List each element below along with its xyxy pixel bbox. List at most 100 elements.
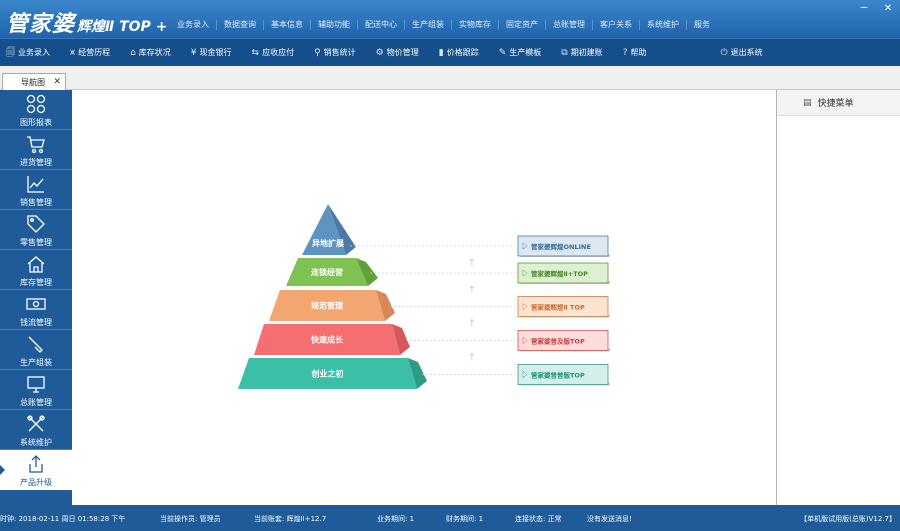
- sidebar-item[interactable]: 销售管理: [0, 170, 72, 210]
- upgrade-icon: [0, 454, 72, 474]
- top-menu-item[interactable]: 固定资产: [499, 20, 546, 30]
- play-arrow-icon: [522, 303, 528, 310]
- toolbar-button-label: 退出系统: [730, 48, 763, 57]
- up-arrow-icon: ↑: [468, 353, 476, 364]
- top-menu-item[interactable]: 服务: [694, 20, 710, 29]
- toolbar-button-label: 价格跟踪: [446, 48, 479, 57]
- top-menu-item[interactable]: 数据查询: [217, 20, 264, 30]
- app-logo: 管家婆 辉煌Ⅱ TOP +: [6, 6, 167, 37]
- sidebar-item-label: 生产组装: [20, 358, 52, 367]
- top-menu-item[interactable]: 客户关系: [593, 20, 640, 30]
- pyramid-level-label: 异地扩展: [312, 238, 344, 248]
- tab-close-icon[interactable]: ✕: [53, 77, 61, 87]
- sidebar-item-label: 销售管理: [20, 198, 52, 207]
- monitor-icon: [0, 374, 72, 394]
- product-box[interactable]: 管家婆普及版TOP: [517, 330, 610, 352]
- toolbar-button[interactable]: ▮价格跟踪: [439, 47, 479, 58]
- cart-icon: [0, 134, 72, 154]
- sidebar-item[interactable]: 系统维护: [0, 410, 72, 450]
- toolbar-button[interactable]: ⧉期初建账: [561, 47, 602, 58]
- wrench-icon: ✎: [498, 47, 507, 58]
- top-menu-item[interactable]: 业务录入: [170, 20, 217, 30]
- toolbar-button-label: 应收应付: [262, 48, 295, 57]
- toolbar-button[interactable]: ⩙经营历程: [70, 47, 110, 58]
- logo-main-text: 管家婆: [6, 11, 76, 37]
- toolbar-button[interactable]: ⚲销售统计: [314, 47, 356, 58]
- sidebar-item-label: 钱流管理: [20, 318, 52, 327]
- sidebar-item[interactable]: 钱流管理: [0, 290, 72, 330]
- status-business-period: 业务期间: 1: [377, 515, 415, 523]
- sidebar-item-label: 图形报表: [20, 118, 52, 127]
- sidebar-item[interactable]: 零售管理: [0, 210, 72, 250]
- pyramid-level-label: 规范管理: [311, 301, 343, 311]
- pyramid-level[interactable]: 规范管理: [269, 290, 395, 321]
- toolbar-button[interactable]: ⌂库存状况: [130, 47, 171, 58]
- quick-menu-panel: ▤ 快捷菜单: [776, 90, 900, 505]
- top-menu: 业务录入数据查询基本信息辅助功能配送中心生产组装实物库存固定资产总账管理客户关系…: [170, 20, 717, 30]
- close-icon[interactable]: ✕: [883, 3, 893, 14]
- sidebar-item[interactable]: 生产组装: [0, 330, 72, 370]
- bar-chart-icon: ▮: [438, 47, 444, 58]
- top-menu-item[interactable]: 基本信息: [264, 20, 311, 30]
- tab-navigation[interactable]: 导航图 ✕: [2, 73, 66, 90]
- toolbar-button-label: 生产模板: [509, 48, 542, 57]
- pyramid-level[interactable]: 创业之初: [238, 358, 427, 389]
- toolbar-button-label: 现金银行: [199, 48, 232, 57]
- navigation-canvas: 异地扩展 管家婆辉煌ONLINE ↑ 连锁经营 管家婆辉煌Ⅱ+TOP ↑ 规范管理 管家婆辉煌…: [72, 90, 776, 505]
- play-arrow-icon: [522, 269, 528, 277]
- main-toolbar: 🗐业务录入 ⩙经营历程 ⌂库存状况 ¥现金银行 ⇆应收应付 ⚲销售统计 ⚙物价管理 ▮价格跟踪…: [0, 38, 900, 66]
- list-icon: ▤: [803, 97, 812, 108]
- toolbar-button[interactable]: ¥现金银行: [191, 47, 232, 58]
- play-arrow-icon: [522, 337, 528, 344]
- toolbar-button-label: 经营历程: [78, 48, 111, 57]
- product-label: 管家婆辉煌Ⅱ TOP: [531, 303, 585, 312]
- product-label: 管家婆普普版TOP: [531, 371, 585, 380]
- sidebar: 图形报表进货管理销售管理零售管理库存管理钱流管理生产组装总账管理系统维护产品升级: [0, 90, 72, 505]
- top-menu-item[interactable]: 实物库存: [452, 20, 499, 30]
- sidebar-item-label: 总账管理: [20, 398, 52, 407]
- grid-icon: [0, 94, 72, 114]
- pyramid-level[interactable]: 异地扩展: [302, 204, 356, 255]
- top-menu-item[interactable]: 系统维护: [640, 20, 687, 30]
- quick-menu-header[interactable]: ▤ 快捷菜单: [777, 90, 900, 116]
- status-finance-period: 财务期间: 1: [446, 515, 484, 523]
- status-account: 当前账套: 辉煌II+12.7: [254, 515, 327, 523]
- top-menu-item[interactable]: 辅助功能: [311, 20, 358, 30]
- title-bar: 管家婆 辉煌Ⅱ TOP + 业务录入数据查询基本信息辅助功能配送中心生产组装实物…: [0, 0, 900, 38]
- home-icon: [0, 254, 72, 274]
- yen-icon: ¥: [190, 47, 197, 58]
- pyramid-level-label: 创业之初: [311, 369, 344, 379]
- toolbar-button[interactable]: ⇆应收应付: [252, 47, 295, 58]
- toolbar-button[interactable]: ?帮助: [623, 47, 647, 58]
- product-box[interactable]: 管家婆辉煌Ⅱ+TOP: [517, 262, 610, 284]
- tab-strip: 导航图 ✕: [0, 66, 900, 90]
- status-message[interactable]: 没有发送消息!: [587, 515, 632, 523]
- minimize-icon[interactable]: ─: [860, 3, 868, 14]
- product-box[interactable]: 管家婆辉煌ONLINE: [517, 235, 610, 257]
- toolbar-button[interactable]: ✎生产模板: [499, 47, 542, 58]
- sidebar-item[interactable]: 图形报表: [0, 90, 72, 130]
- sidebar-item-label: 进货管理: [20, 158, 52, 167]
- up-arrow-icon: ↑: [468, 285, 476, 296]
- pyramid-level[interactable]: 连锁经营: [286, 258, 378, 286]
- toolbar-button[interactable]: 🗐业务录入: [6, 45, 50, 61]
- toolbar-button[interactable]: ⏻退出系统: [720, 47, 762, 58]
- toolbar-button-label: 库存状况: [138, 48, 171, 57]
- power-icon: ⏻: [720, 47, 728, 58]
- pyramid-level[interactable]: 快速成长: [254, 324, 410, 355]
- sidebar-item[interactable]: 进货管理: [0, 130, 72, 170]
- status-operator: 当前操作员: 管理员: [160, 515, 221, 523]
- sidebar-item-label: 系统维护: [20, 438, 52, 447]
- toolbar-button-label: 业务录入: [18, 48, 50, 57]
- play-arrow-icon: [522, 242, 528, 250]
- up-arrow-icon: ↑: [468, 258, 476, 269]
- product-box[interactable]: 管家婆辉煌Ⅱ TOP: [517, 296, 610, 318]
- sidebar-item[interactable]: 总账管理: [0, 370, 72, 410]
- sidebar-item[interactable]: 产品升级: [0, 450, 72, 490]
- top-menu-item[interactable]: 配送中心: [358, 20, 405, 30]
- top-menu-item[interactable]: 总账管理: [546, 20, 593, 30]
- product-box[interactable]: 管家婆普普版TOP: [517, 364, 610, 386]
- top-menu-item[interactable]: 生产组装: [405, 20, 452, 30]
- toolbar-button[interactable]: ⚙物价管理: [376, 47, 419, 58]
- sidebar-item[interactable]: 库存管理: [0, 250, 72, 290]
